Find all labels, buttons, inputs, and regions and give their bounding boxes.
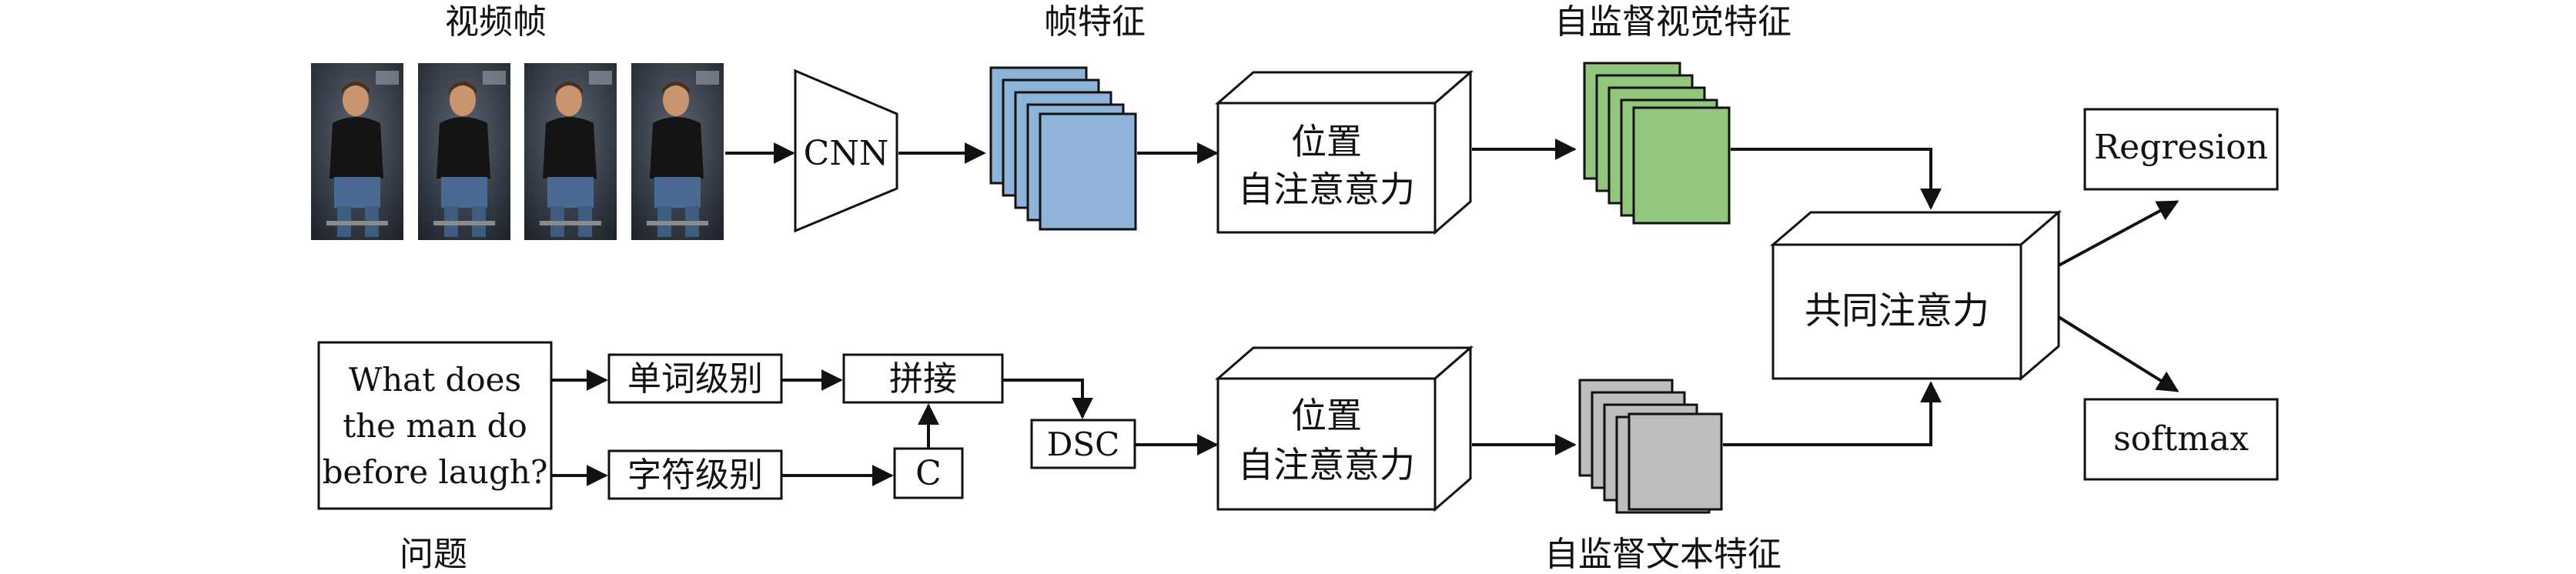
arrow-to-softmax [2057, 315, 2180, 392]
softmax-label: softmax [2113, 419, 2249, 459]
arrow-visual-to-co-attention [1731, 148, 1942, 210]
question-text-line-1: What does [349, 361, 521, 399]
arrow-text-to-co-attention [1723, 381, 1942, 446]
dsc-box [1030, 419, 1136, 469]
char-level-label: 字符级别 [627, 456, 763, 495]
position-label: 位置 [1291, 395, 1362, 436]
video-frame-image [311, 63, 403, 240]
visual-features-label: 自监督视觉特征 [1554, 2, 1791, 42]
co-attention-label: 共同注意力 [1805, 289, 1989, 332]
question-label: 问题 [400, 535, 467, 574]
cnn-block [794, 68, 898, 233]
concat-box [842, 353, 1004, 404]
position-self-attention-top: 位置 自注意意力 [1214, 69, 1474, 235]
question-text-line-2: the man do [343, 407, 527, 445]
video-frame-image [418, 63, 510, 240]
softmax-box [2083, 398, 2279, 481]
frame-feature-stack [989, 66, 1137, 231]
visual-feature-stack [1583, 62, 1731, 225]
char-level-box [607, 449, 783, 500]
word-level-label: 单词级别 [627, 359, 763, 399]
cnn-label: CNN [804, 134, 889, 173]
arrow-concat-to-dsc [1002, 379, 1093, 419]
concat-label: 拼接 [889, 359, 957, 399]
regression-label: Regresion [2094, 128, 2268, 167]
dsc-label: DSC [1047, 425, 1120, 463]
self-attention-label: 自注意意力 [1238, 169, 1415, 210]
text-feature-stack [1578, 379, 1723, 514]
self-attention-label: 自注意意力 [1238, 444, 1415, 486]
video-frames [311, 63, 724, 240]
video-frame-image [524, 63, 617, 240]
frame-features-label: 帧特征 [1044, 2, 1146, 42]
regression-box [2083, 108, 2279, 191]
position-self-attention-bottom: 位置 自注意意力 [1214, 345, 1474, 512]
question-box [317, 341, 553, 510]
word-level-box [607, 353, 783, 404]
video-frames-label: 视频帧 [445, 2, 547, 42]
arrow-to-regression [2058, 200, 2180, 267]
position-label: 位置 [1291, 121, 1362, 162]
text-features-label: 自监督文本特征 [1544, 535, 1781, 574]
c-box [893, 447, 964, 499]
c-label: C [915, 454, 942, 493]
co-attention-block: 共同注意力 [1769, 209, 2062, 382]
question-text-line-3: before laugh? [323, 453, 548, 491]
video-frame-image [631, 63, 724, 240]
